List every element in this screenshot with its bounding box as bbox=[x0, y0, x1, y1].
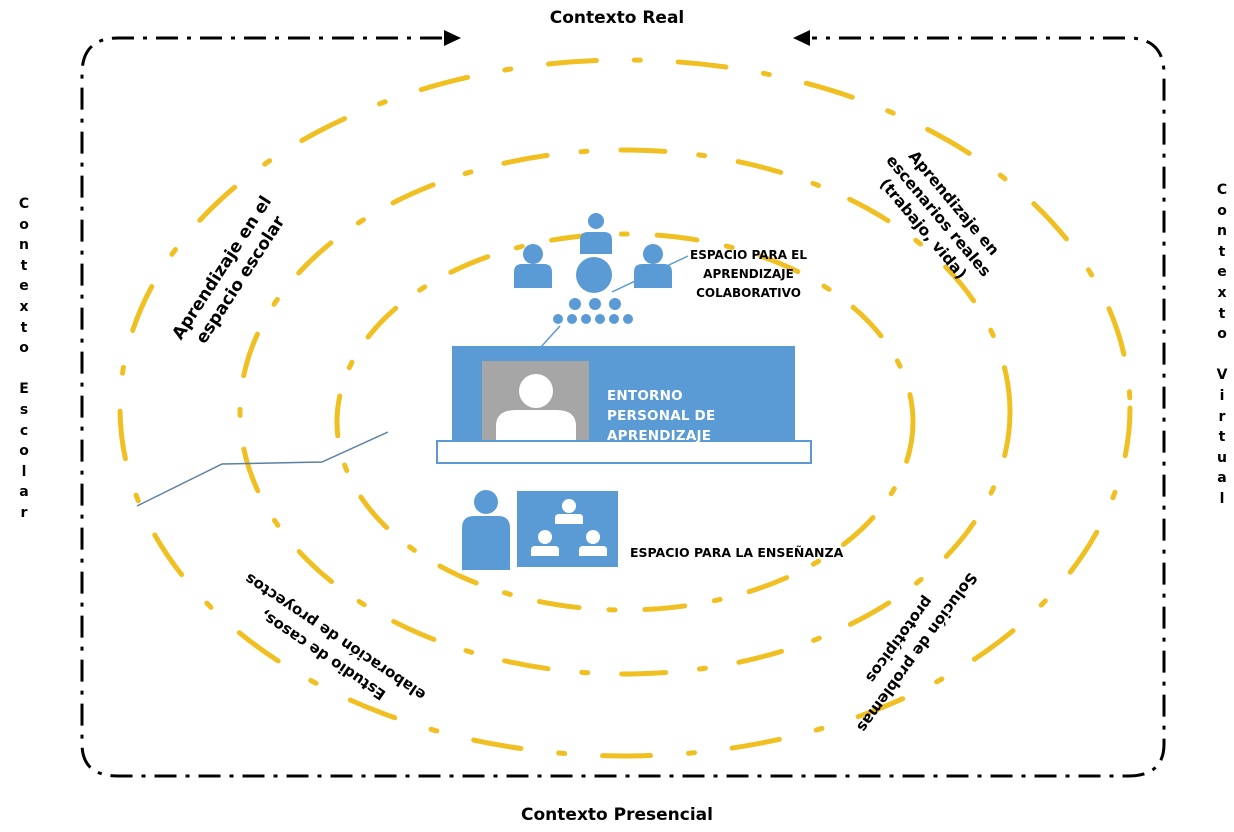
vertical-letter: C bbox=[1216, 182, 1228, 198]
vertical-letter: t bbox=[1218, 429, 1226, 446]
center-line-2: PERSONAL DE bbox=[607, 408, 716, 424]
ring-middle bbox=[237, 147, 1013, 677]
vertical-letter: c bbox=[19, 422, 29, 439]
vertical-letter: o bbox=[19, 216, 29, 233]
vertical-letter: n bbox=[1217, 223, 1227, 240]
center-line-3: APRENDIZAJE bbox=[607, 428, 712, 444]
vertical-letter: E bbox=[19, 381, 29, 398]
vertical-letter: r bbox=[20, 504, 28, 521]
connector-line bbox=[136, 431, 389, 507]
vertical-letter: o bbox=[19, 340, 29, 357]
context-presencial-label: Contexto Presencial bbox=[521, 805, 713, 825]
group-icon bbox=[514, 213, 672, 324]
vertical-letter: a bbox=[1217, 470, 1227, 487]
vertical-letter: t bbox=[1218, 305, 1226, 322]
collaborative-space-label: ESPACIO PARA EL APRENDIZAJE COLABORATIVO bbox=[690, 246, 807, 303]
context-real-label: Contexto Real bbox=[549, 8, 685, 28]
vertical-letter bbox=[12, 359, 36, 380]
vertical-letter: s bbox=[19, 401, 29, 418]
vertical-letter: o bbox=[1217, 202, 1227, 219]
vertical-letter: u bbox=[1217, 449, 1227, 466]
vertical-letter: a bbox=[19, 484, 29, 501]
vertical-letter: i bbox=[1219, 387, 1225, 404]
center-line-1: ENTORNO bbox=[607, 388, 683, 404]
vertical-letter: t bbox=[20, 319, 28, 336]
context-border bbox=[80, 36, 1166, 778]
personal-environment-box bbox=[436, 346, 812, 464]
arrow-left-icon bbox=[793, 30, 810, 46]
collab-line-3: COLABORATIVO bbox=[696, 286, 801, 300]
vertical-letter: x bbox=[1217, 284, 1227, 301]
teaching-space-label: ESPACIO PARA LA ENSEÑANZA bbox=[630, 545, 844, 560]
arrow-right-icon bbox=[444, 30, 461, 46]
collab-line-2: APRENDIZAJE bbox=[703, 267, 794, 281]
vertical-letter: t bbox=[20, 257, 28, 274]
vertical-letter: e bbox=[1217, 264, 1227, 281]
ring-inner bbox=[334, 231, 916, 613]
vertical-letter: V bbox=[1216, 367, 1228, 384]
vertical-letter: t bbox=[1218, 243, 1226, 260]
collab-line-1: ESPACIO PARA EL bbox=[690, 248, 807, 262]
vertical-letter bbox=[1210, 345, 1234, 366]
person-icon bbox=[496, 374, 576, 444]
vertical-letter: o bbox=[19, 443, 29, 460]
vertical-letter: l bbox=[21, 463, 27, 480]
vertical-letter: x bbox=[19, 298, 29, 315]
ring-outer bbox=[117, 57, 1133, 759]
vertical-letter: e bbox=[19, 278, 29, 295]
vertical-letter: r bbox=[1218, 408, 1226, 425]
personal-environment-label: ENTORNO PERSONAL DE APRENDIZAJE bbox=[607, 386, 715, 446]
teaching-icon bbox=[462, 490, 618, 570]
vertical-letter: l bbox=[1219, 490, 1225, 507]
vertical-letter: C bbox=[18, 196, 30, 212]
vertical-letter: o bbox=[1217, 326, 1227, 343]
collab-connector bbox=[539, 325, 561, 349]
vertical-letter: n bbox=[19, 237, 29, 254]
